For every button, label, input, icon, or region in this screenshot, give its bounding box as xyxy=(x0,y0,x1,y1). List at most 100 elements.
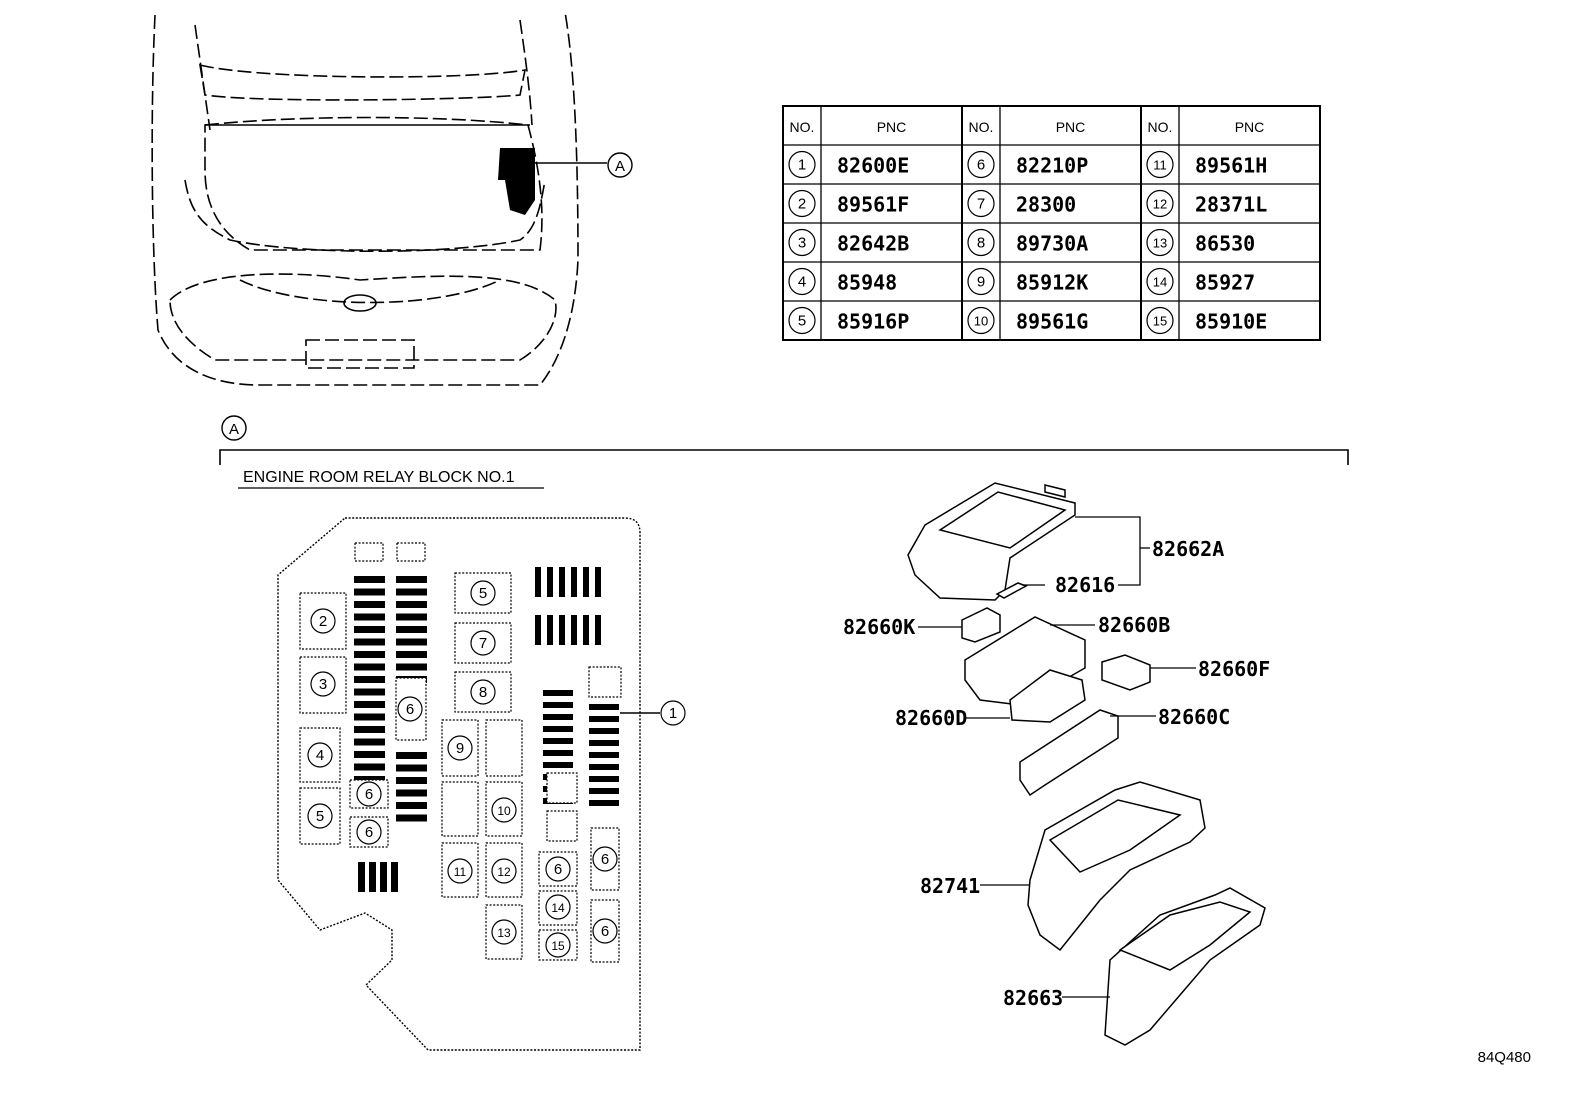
fuse xyxy=(589,728,619,734)
row-number-circle xyxy=(788,189,816,218)
fuse xyxy=(589,740,619,746)
fuse xyxy=(396,814,427,822)
fuse xyxy=(559,615,565,645)
slot-marker xyxy=(545,856,571,882)
slot-number: 6 xyxy=(554,861,562,878)
row-number: 5 xyxy=(798,313,806,330)
slot-marker xyxy=(356,819,382,845)
fuse xyxy=(571,567,577,597)
row-number-circle xyxy=(788,228,816,257)
fuse xyxy=(595,567,601,597)
slot-number: 7 xyxy=(479,635,487,652)
fuse xyxy=(396,752,427,759)
fuse xyxy=(543,750,573,756)
row-pnc: 85916P xyxy=(837,310,909,334)
table-header-pnc: PNC xyxy=(877,119,907,135)
row-number-circle xyxy=(1146,189,1174,218)
fuse xyxy=(354,576,385,583)
fuse xyxy=(547,567,553,597)
row-pnc: 89561H xyxy=(1195,154,1267,178)
row-number-circle xyxy=(1146,150,1174,179)
slot-marker xyxy=(592,846,618,872)
part-label-conn-k: 82660K xyxy=(843,615,915,639)
fuse xyxy=(543,702,573,708)
fuse xyxy=(391,862,398,892)
fuse xyxy=(354,638,385,646)
fuse xyxy=(396,764,427,772)
callout-a-label: A xyxy=(615,158,625,175)
fuse xyxy=(354,626,385,633)
part-label-conn-f: 82660F xyxy=(1198,657,1270,681)
table-header-no: NO. xyxy=(969,119,994,135)
fuse xyxy=(547,615,553,645)
block-title: ENGINE ROOM RELAY BLOCK NO.1 xyxy=(243,469,515,486)
slot-number: 11 xyxy=(454,865,467,879)
row-number-circle xyxy=(1146,228,1174,257)
section-a-label: A xyxy=(229,421,239,438)
slot-number: 5 xyxy=(316,808,324,825)
fuse xyxy=(354,726,385,733)
fuse xyxy=(354,701,385,708)
slot-number: 9 xyxy=(456,740,464,757)
slot-marker xyxy=(491,797,517,823)
fuse xyxy=(354,601,385,608)
fuse xyxy=(589,704,619,710)
row-number: 13 xyxy=(1153,236,1167,251)
slot-number: 13 xyxy=(497,926,511,940)
row-pnc: 89730A xyxy=(1016,232,1088,256)
callout-a-marker xyxy=(607,152,633,178)
diagram-code: 84Q480 xyxy=(1478,1049,1531,1066)
slot-number: 15 xyxy=(551,939,565,953)
slot-marker xyxy=(470,679,496,705)
row-pnc: 85948 xyxy=(837,271,897,295)
row-number: 4 xyxy=(798,274,806,291)
fuse xyxy=(358,862,365,892)
fuse xyxy=(559,567,565,597)
row-number: 8 xyxy=(977,235,985,252)
fuse xyxy=(396,777,427,784)
row-pnc: 89561F xyxy=(837,193,909,217)
slot-number: 6 xyxy=(365,786,373,803)
fuse xyxy=(354,751,385,758)
row-number-circle xyxy=(788,306,816,335)
row-pnc: 82600E xyxy=(837,154,909,178)
slot-number: 6 xyxy=(601,851,609,868)
section-bracket xyxy=(219,449,1349,465)
fuse xyxy=(589,752,619,758)
slot-marker xyxy=(470,580,496,606)
slot-marker xyxy=(307,742,333,768)
slot-number: 2 xyxy=(319,613,327,630)
fuse xyxy=(543,738,573,744)
slot-number: 6 xyxy=(601,923,609,940)
exploded-view: 82662A 82616 82660K 82660B 82660F 82660D… xyxy=(843,482,1270,1046)
slot-marker xyxy=(310,608,336,634)
slot-marker xyxy=(545,894,571,920)
fuse xyxy=(589,716,619,722)
slot-number: 14 xyxy=(551,901,565,915)
table-header-pnc: PNC xyxy=(1235,119,1265,135)
row-pnc: 28371L xyxy=(1195,193,1267,217)
slot-number: 6 xyxy=(406,701,414,718)
fuse xyxy=(571,615,577,645)
row-number-circle xyxy=(788,150,816,179)
row-number-circle xyxy=(967,267,995,296)
row-pnc: 85910E xyxy=(1195,310,1267,334)
slot-number: 5 xyxy=(479,585,487,602)
slot-number: 10 xyxy=(497,804,511,818)
fuse xyxy=(396,651,427,658)
row-number: 1 xyxy=(798,157,806,174)
slot-marker xyxy=(660,700,686,726)
fuse xyxy=(354,688,385,696)
fuse xyxy=(589,788,619,794)
part-label-conn-b: 82660B xyxy=(1098,613,1170,637)
fuse xyxy=(354,651,385,658)
part-label-conn-d: 82660D xyxy=(895,706,967,730)
table-header-pnc: PNC xyxy=(1056,119,1086,135)
fuse xyxy=(380,862,387,892)
fuse xyxy=(396,588,427,596)
fuse xyxy=(583,615,589,645)
row-number-circle xyxy=(788,267,816,296)
fuse xyxy=(543,714,573,720)
